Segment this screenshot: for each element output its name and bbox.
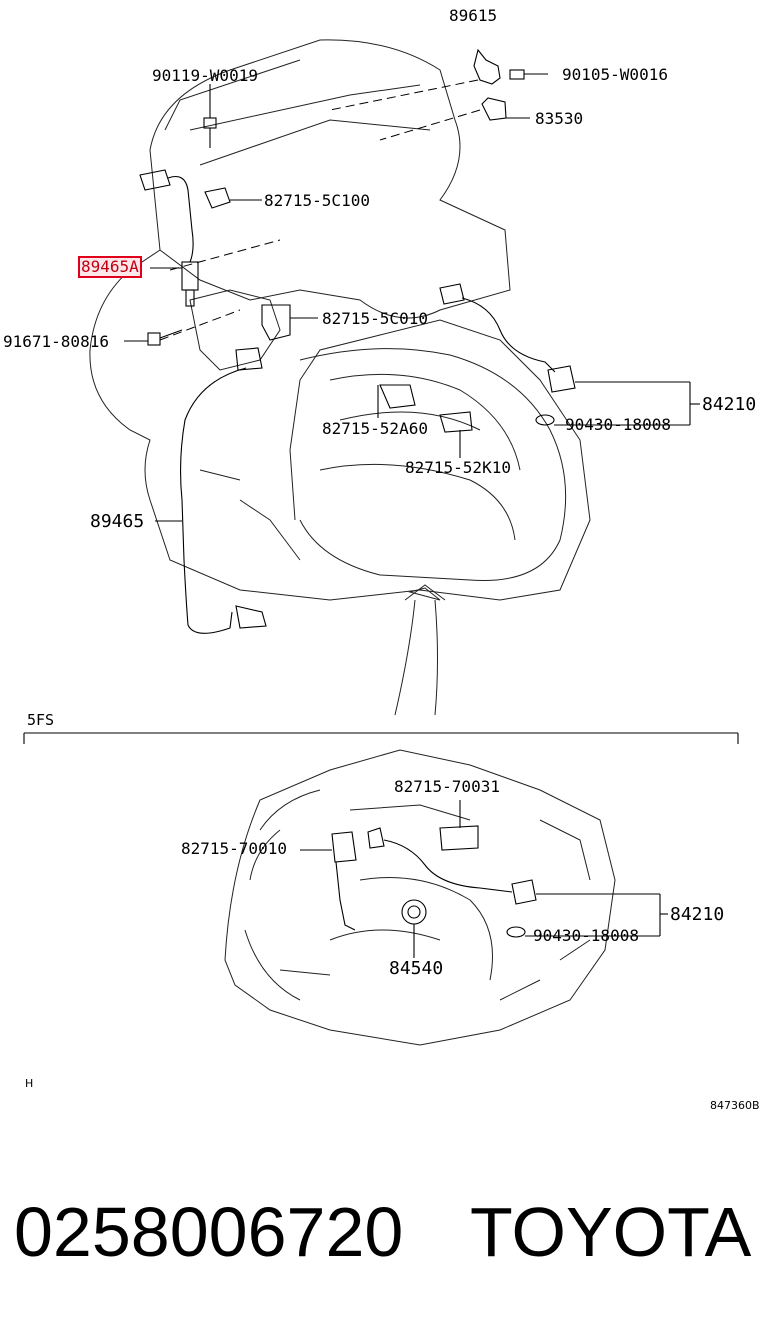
label-90119-w0019[interactable]: 90119-W0019 [152, 66, 258, 85]
label-83530[interactable]: 83530 [535, 109, 584, 128]
corner-mark: H [25, 1077, 34, 1090]
label-82715-52k10[interactable]: 82715-52K10 [405, 458, 511, 477]
label-90105-w0016[interactable]: 90105-W0016 [562, 65, 668, 84]
lower-parts [300, 800, 668, 958]
label-89465a-highlighted[interactable]: 89465A [78, 256, 142, 278]
footer-part-number: 0258006720 [14, 1193, 404, 1271]
upper-parts [124, 48, 700, 634]
lower-transmission-outline [224, 749, 616, 1046]
section-bracket [23, 732, 739, 744]
label-82715-52a60[interactable]: 82715-52A60 [322, 419, 428, 438]
section-label-5fs: 5FS [27, 711, 55, 729]
label-84210-lower[interactable]: 84210 [670, 904, 725, 925]
footer-brand: TOYOTA [470, 1193, 752, 1271]
label-82715-5c100[interactable]: 82715-5C100 [264, 191, 370, 210]
label-91671-80816[interactable]: 91671-80816 [3, 332, 109, 351]
label-89615[interactable]: 89615 [449, 6, 498, 25]
label-82715-5c010[interactable]: 82715-5C010 [322, 309, 428, 328]
label-84540[interactable]: 84540 [389, 958, 444, 979]
label-82715-70010[interactable]: 82715-70010 [181, 839, 287, 858]
label-89465[interactable]: 89465 [90, 511, 145, 532]
label-84210-upper[interactable]: 84210 [702, 394, 757, 415]
drawing-code: 847360B [710, 1099, 760, 1112]
upper-engine-outline [89, 39, 591, 716]
label-82715-70031[interactable]: 82715-70031 [394, 777, 500, 796]
label-90430-18008-lower[interactable]: 90430-18008 [533, 926, 639, 945]
label-90430-18008-upper[interactable]: 90430-18008 [565, 415, 671, 434]
